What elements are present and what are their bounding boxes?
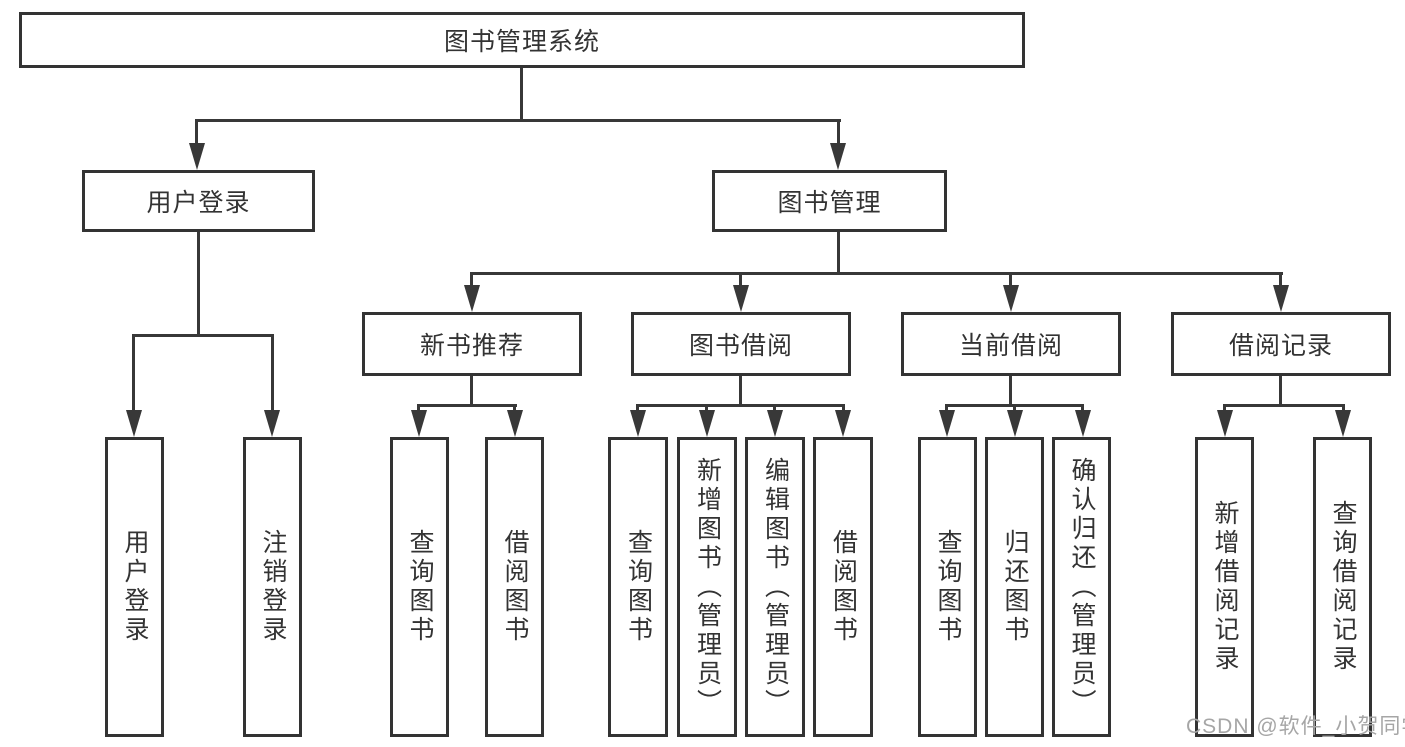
- node-label: 图书借阅: [688, 332, 793, 360]
- leaf-return-books: 归还图书: [985, 437, 1044, 737]
- node-label: 注销登录: [259, 529, 287, 645]
- connector-line: [470, 373, 473, 407]
- leaf-user-login: 用户登录: [105, 437, 164, 737]
- leaf-borrow-books-recommend: 借阅图书: [485, 437, 544, 737]
- arrowhead-down-icon: [630, 410, 646, 437]
- arrowhead-down-icon: [1003, 285, 1019, 312]
- leaf-logout: 注销登录: [243, 437, 302, 737]
- node-label: 查询借阅记录: [1329, 500, 1357, 674]
- arrowhead-down-icon: [699, 410, 715, 437]
- arrowhead-down-icon: [1007, 410, 1023, 437]
- leaf-query-books-current: 查询图书: [918, 437, 977, 737]
- arrowhead-down-icon: [264, 410, 280, 437]
- connector-line: [1279, 272, 1282, 288]
- connector-line: [132, 334, 274, 337]
- node-user-login: 用户登录: [82, 170, 315, 232]
- arrowhead-down-icon: [507, 410, 523, 437]
- leaf-add-books-admin: 新增图书（管理员）: [677, 437, 737, 737]
- leaf-confirm-return-admin: 确认归还（管理员）: [1052, 437, 1111, 737]
- node-label: 新增借阅记录: [1211, 500, 1239, 674]
- arrowhead-down-icon: [767, 410, 783, 437]
- connector-line: [739, 272, 742, 288]
- node-current-borrow: 当前借阅: [901, 312, 1121, 376]
- node-label: 查询图书: [934, 529, 962, 645]
- connector-line: [1009, 373, 1012, 407]
- connector-line: [470, 272, 1283, 275]
- node-label: 归还图书: [1001, 529, 1029, 645]
- node-new-book-recommend: 新书推荐: [362, 312, 582, 376]
- connector-line: [195, 119, 198, 151]
- connector-line: [739, 373, 742, 407]
- leaf-query-books-recommend: 查询图书: [390, 437, 449, 737]
- connector-line: [195, 119, 841, 122]
- leaf-edit-books-admin: 编辑图书（管理员）: [745, 437, 805, 737]
- node-label: 当前借阅: [958, 332, 1063, 360]
- arrowhead-down-icon: [1273, 285, 1289, 312]
- node-label: 借阅记录: [1228, 332, 1333, 360]
- node-label: 图书管理: [777, 189, 882, 217]
- node-label: 借阅图书: [501, 529, 529, 645]
- node-book-management: 图书管理: [712, 170, 947, 232]
- node-label: 用户登录: [146, 189, 251, 217]
- node-label: 查询图书: [406, 529, 434, 645]
- arrowhead-down-icon: [1075, 410, 1091, 437]
- leaf-add-borrow-record: 新增借阅记录: [1195, 437, 1254, 737]
- arrowhead-down-icon: [464, 285, 480, 312]
- connector-line: [837, 230, 840, 275]
- arrowhead-down-icon: [835, 410, 851, 437]
- csdn-watermark: CSDN @软件_小贺同学: [1186, 715, 1405, 738]
- arrowhead-down-icon: [1217, 410, 1233, 437]
- node-borrow-records: 借阅记录: [1171, 312, 1391, 376]
- connector-line: [470, 272, 473, 288]
- connector-line: [636, 404, 845, 407]
- connector-line: [520, 66, 523, 122]
- arrowhead-down-icon: [1335, 410, 1351, 437]
- arrowhead-down-icon: [830, 143, 846, 170]
- node-root-system: 图书管理系统: [19, 12, 1025, 68]
- arrowhead-down-icon: [733, 285, 749, 312]
- node-label: 编辑图书（管理员）: [761, 456, 790, 718]
- leaf-query-borrow-record: 查询借阅记录: [1313, 437, 1372, 737]
- node-label: 确认归还（管理员）: [1068, 456, 1096, 718]
- connector-line: [197, 230, 200, 337]
- node-label: 用户登录: [121, 529, 149, 645]
- leaf-query-books-borrow: 查询图书: [608, 437, 668, 737]
- node-label: 新书推荐: [419, 332, 524, 360]
- node-label: 图书管理系统: [443, 28, 600, 56]
- connector-line: [837, 119, 840, 151]
- connector-line: [1279, 373, 1282, 407]
- arrowhead-down-icon: [189, 143, 205, 170]
- node-label: 借阅图书: [829, 529, 858, 645]
- node-label: 新增图书（管理员）: [693, 456, 722, 718]
- leaf-borrow-books: 借阅图书: [813, 437, 873, 737]
- node-book-borrow: 图书借阅: [631, 312, 851, 376]
- connector-line: [271, 334, 274, 415]
- connector-line: [1009, 272, 1012, 288]
- arrowhead-down-icon: [939, 410, 955, 437]
- connector-line: [132, 334, 135, 415]
- node-label: 查询图书: [624, 529, 653, 645]
- connector-line: [1223, 404, 1345, 407]
- arrowhead-down-icon: [126, 410, 142, 437]
- arrowhead-down-icon: [411, 410, 427, 437]
- connector-line: [417, 404, 517, 407]
